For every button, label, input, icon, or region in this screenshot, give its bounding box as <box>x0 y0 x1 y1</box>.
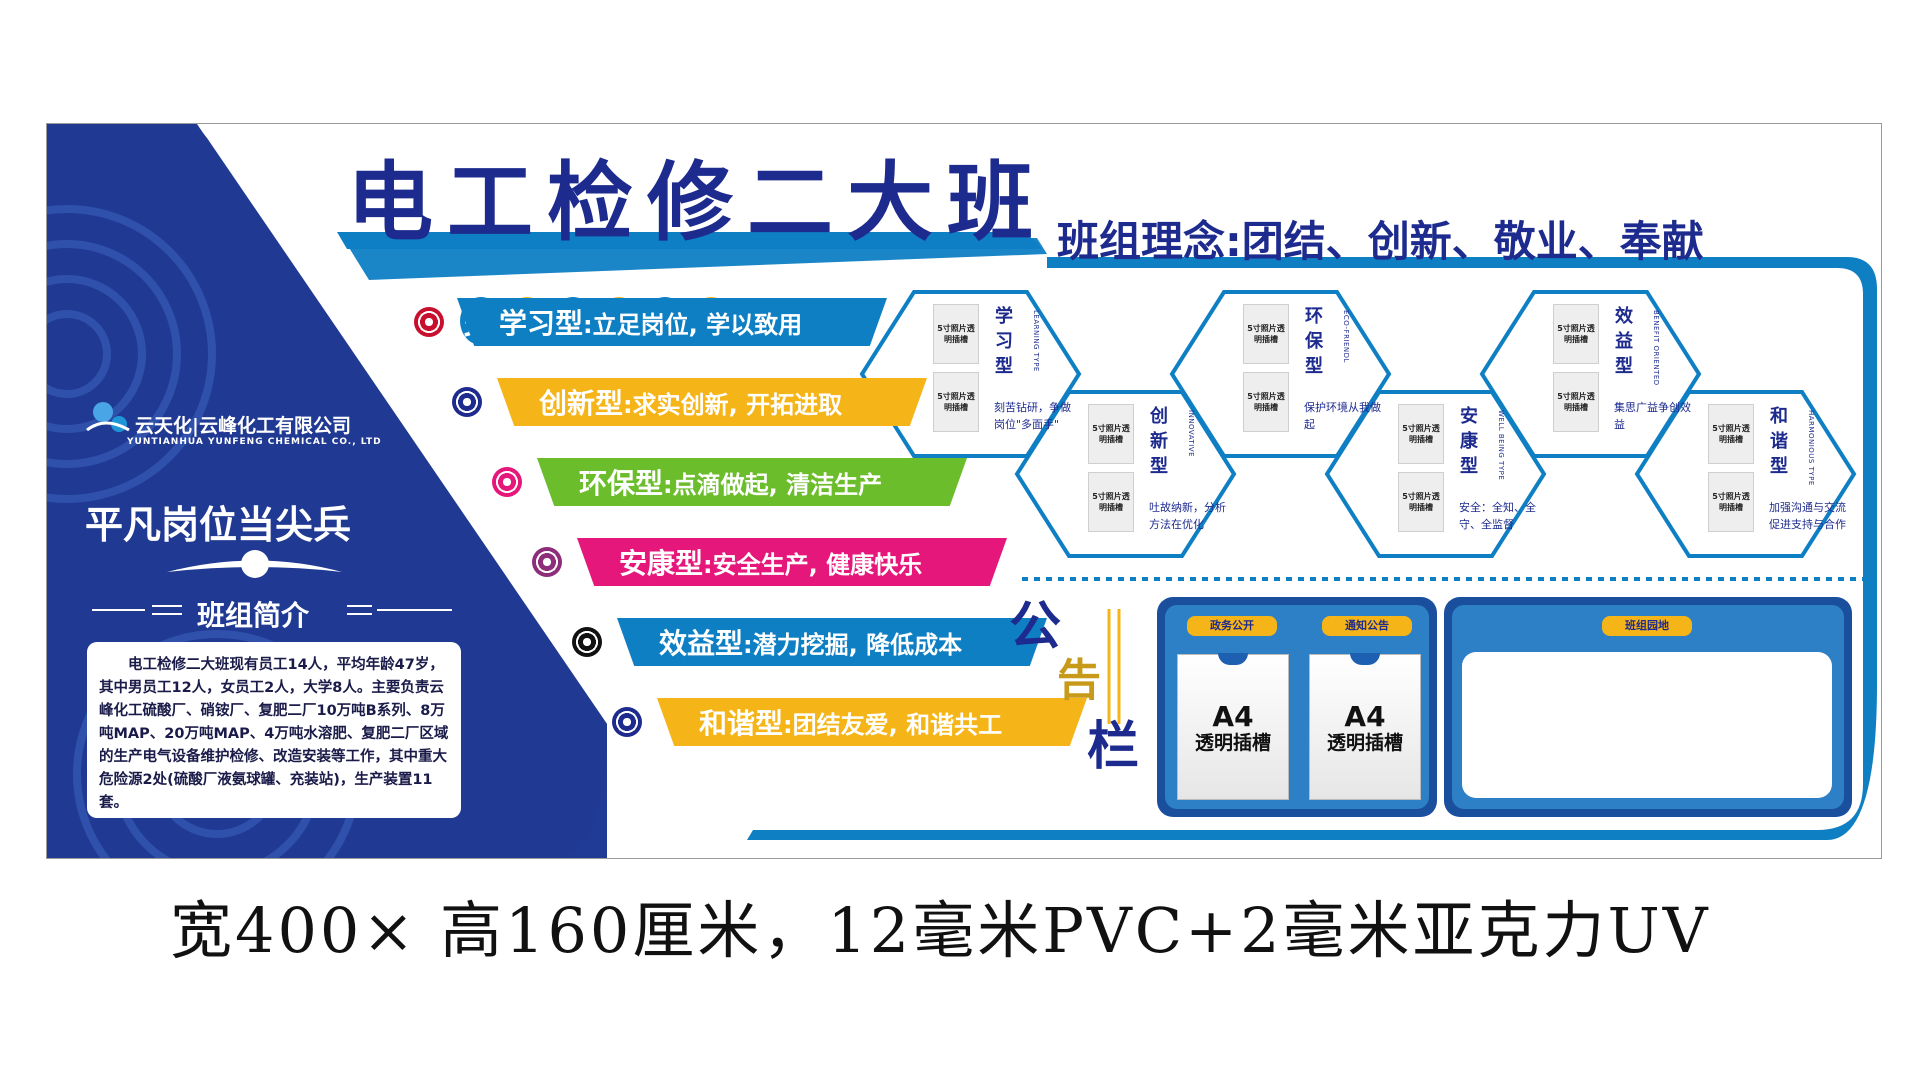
hex-desc: 集思广益争创效益 <box>1614 401 1691 431</box>
photo-slot: 5寸照片透明插槽 <box>1708 404 1754 464</box>
a4-slot: A4 透明插槽 <box>1309 653 1421 800</box>
photo-slot: 5寸照片透明插槽 <box>1243 372 1289 432</box>
hex-desc: 吐故纳新，分析方法在优化 <box>1149 501 1226 531</box>
hex-label: 学习型 <box>995 306 1013 377</box>
team-intro-text: 电工检修二大班现有员工14人，平均年龄47岁，其中男员工12人，女员工2人，大学… <box>87 642 461 818</box>
target-icon <box>414 307 444 337</box>
hex-label: 效益型 <box>1615 306 1633 377</box>
hex-label: 安康型 <box>1460 406 1478 477</box>
board-title: 电工检修二大班 <box>347 153 1047 253</box>
hex-label-en: LEARNING TYPE <box>1032 310 1040 372</box>
notice-tag: 政务公开 <box>1187 616 1277 636</box>
hex-desc: 安全：全知、全守、全监督 <box>1459 501 1536 531</box>
a4-sublabel: 透明插槽 <box>1326 732 1403 754</box>
notice-title-char: 公 <box>1009 596 1062 657</box>
photo-slot: 5寸照片透明插槽 <box>1553 372 1599 432</box>
target-icon <box>452 387 482 417</box>
target-icon <box>612 707 642 737</box>
hex-label: 和谐型 <box>1770 406 1788 477</box>
hex-desc: 保护环境从我做起 <box>1304 401 1381 431</box>
hex-label-en: ECO-FRIENDL <box>1342 310 1350 363</box>
photo-slot: 5寸照片透明插槽 <box>1553 304 1599 364</box>
company-name-en: YUNTIANHUA YUNFENG CHEMICAL CO., LTD <box>127 437 382 447</box>
team-garden-area <box>1462 652 1832 798</box>
photo-slot: 5寸照片透明插槽 <box>933 372 979 432</box>
photo-slot: 5寸照片透明插槽 <box>1708 472 1754 532</box>
notice-title-char: 告 <box>1057 655 1101 706</box>
target-icon <box>572 627 602 657</box>
photo-slot: 5寸照片透明插槽 <box>933 304 979 364</box>
a4-slot: A4 透明插槽 <box>1177 653 1289 800</box>
hex-desc: 刻苦钻研，争做岗位"多面手" <box>994 401 1071 431</box>
hex-desc: 加强沟通与交流促进支持与合作 <box>1769 501 1846 531</box>
notice-title-char: 栏 <box>1087 716 1140 777</box>
rule-item: 效益型:潜力挖掘, 降低成本 <box>617 618 1047 666</box>
rule-item: 学习型:立足岗位, 学以致用 <box>457 298 887 346</box>
notice-tag: 通知公告 <box>1322 616 1412 636</box>
slogan: 平凡岗位当尖兵 <box>85 503 352 547</box>
photo-slot: 5寸照片透明插槽 <box>1088 472 1134 532</box>
rule-item: 创新型:求实创新, 开拓进取 <box>497 378 927 426</box>
rule-item: 和谐型:团结友爱, 和谐共工 <box>657 698 1087 746</box>
hex-label-en: INNOVATIVE <box>1187 410 1195 458</box>
team-motto: 班组理念:团结、创新、敬业、奉献 <box>1057 217 1704 266</box>
rule-item: 环保型:点滴做起, 清洁生产 <box>537 458 967 506</box>
photo-slot: 5寸照片透明插槽 <box>1088 404 1134 464</box>
target-icon <box>492 467 522 497</box>
notice-tag: 班组园地 <box>1602 616 1692 636</box>
a4-label: A4 <box>1212 700 1254 733</box>
a4-label: A4 <box>1344 700 1386 733</box>
photo-slot: 5寸照片透明插槽 <box>1243 304 1289 364</box>
team-intro-title: 班组简介 <box>197 599 310 632</box>
hex-label-en: WELL BEING TYPE <box>1497 410 1505 481</box>
photo-slot: 5寸照片透明插槽 <box>1398 404 1444 464</box>
target-icon <box>532 547 562 577</box>
spec-caption: 宽400× 高160厘米，12毫米PVC+2毫米亚克力UV <box>170 894 1711 967</box>
rule-item: 安康型:安全生产, 健康快乐 <box>577 538 1007 586</box>
hex-label-en: HARMONIOUS TYPE <box>1807 410 1815 486</box>
company-name: 云天化|云峰化工有限公司 <box>135 415 351 437</box>
photo-slot: 5寸照片透明插槽 <box>1398 472 1444 532</box>
display-board: 电工检修二大班 班组理念:团结、创新、敬业、奉献 云天化|云峰化工有限公司 YU… <box>46 123 1882 859</box>
hex-label: 创新型 <box>1150 406 1168 477</box>
a4-sublabel: 透明插槽 <box>1194 732 1271 754</box>
hex-label: 环保型 <box>1305 306 1323 377</box>
hex-label-en: BENEFIT ORIENTED <box>1652 310 1660 386</box>
